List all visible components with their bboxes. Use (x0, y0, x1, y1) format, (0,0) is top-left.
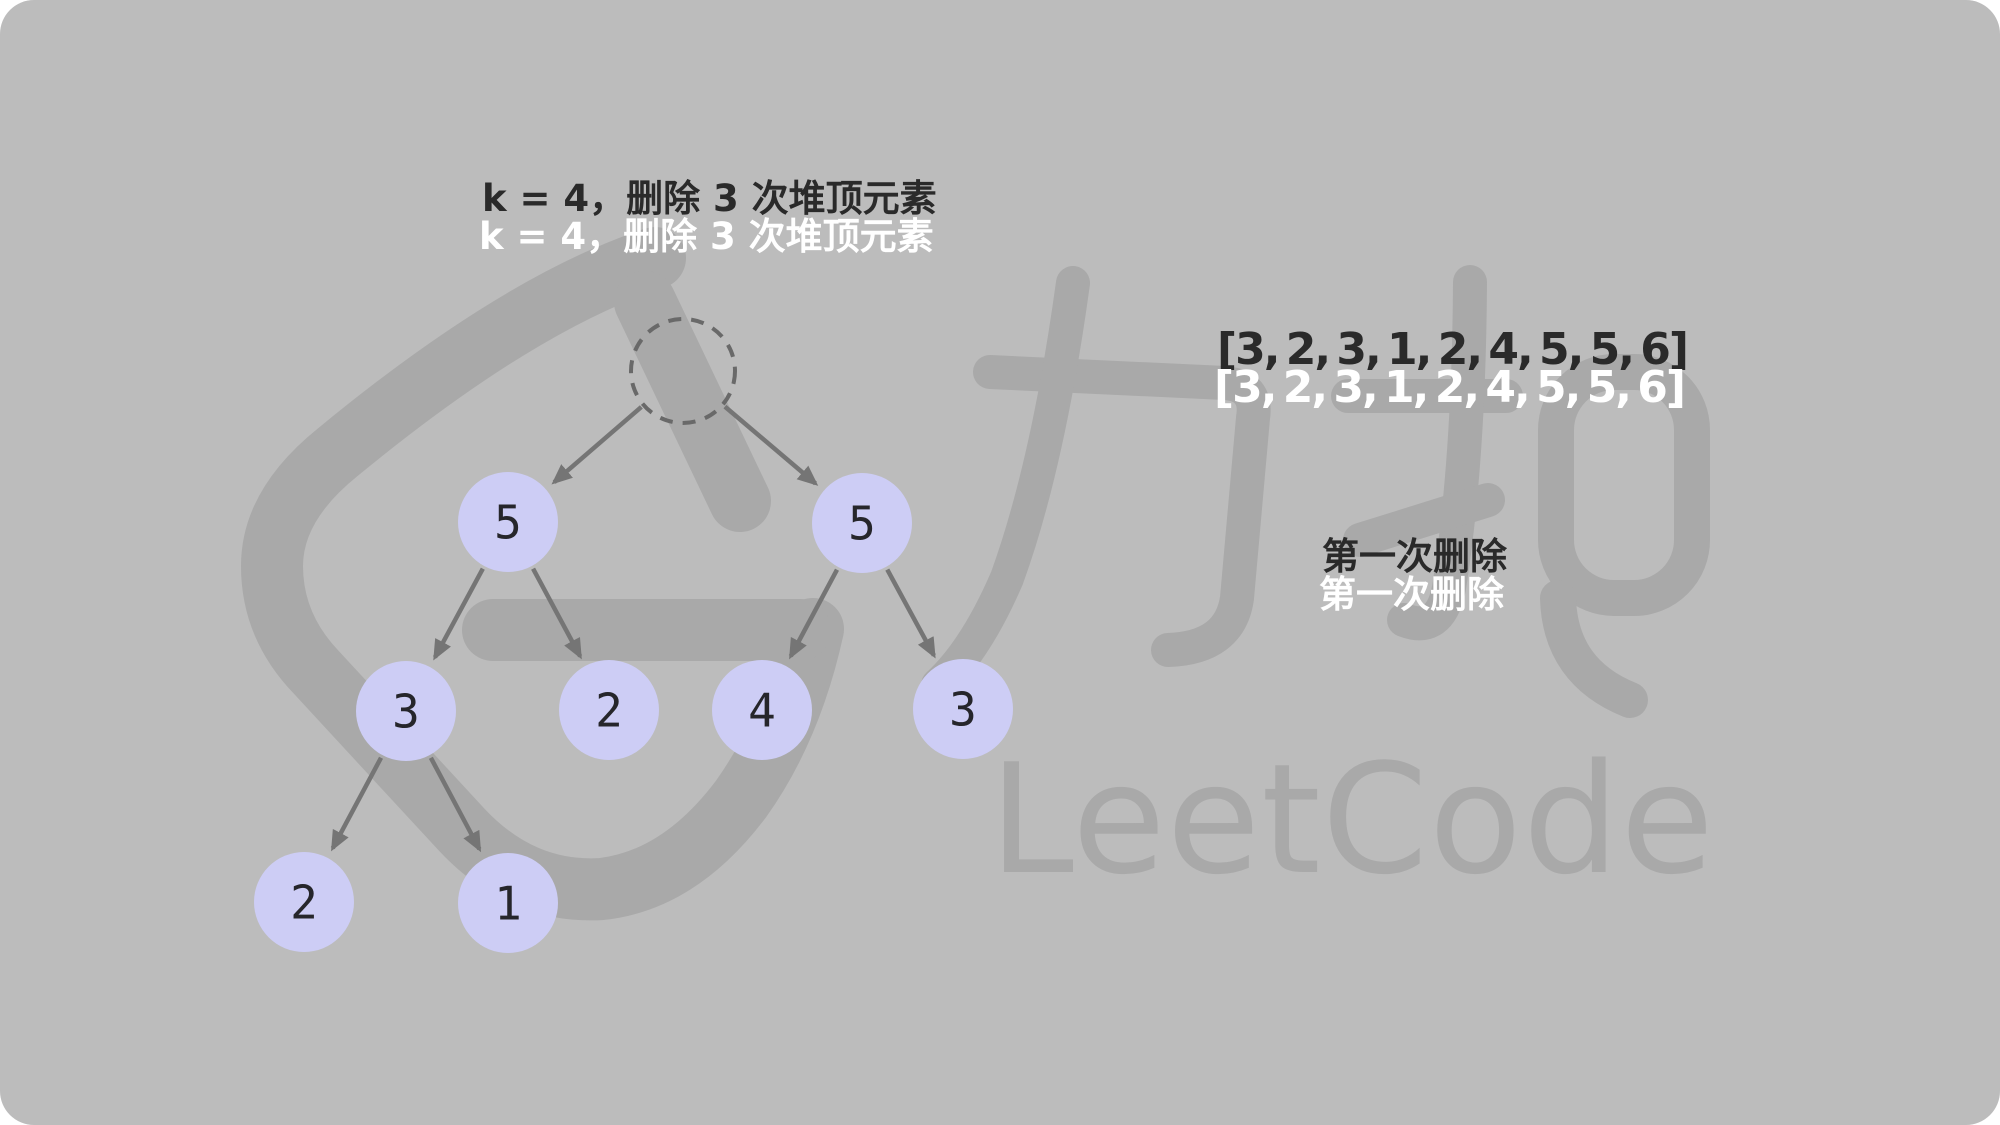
tree-node-value: 5 (848, 497, 876, 551)
heap-array-text-light: [3, 2, 3, 1, 2, 4, 5, 5, 6] (1214, 362, 1686, 413)
title-text-light: k = 4，删除 3 次堆顶元素 (479, 215, 934, 258)
tree-node-value: 5 (494, 496, 522, 550)
tree-node (458, 853, 558, 953)
heap-array-text-dark: [3, 2, 3, 1, 2, 4, 5, 5, 6] (1217, 324, 1689, 375)
tree-node-value: 4 (748, 684, 776, 738)
tree-nodes: 5 5 3 2 4 3 2 1 (254, 317, 1013, 953)
tree-node (254, 852, 354, 952)
tree-edge-arrow (428, 756, 482, 853)
tree-edge-arrow (531, 567, 583, 660)
tree-edges (330, 404, 936, 853)
tree-node-value: 3 (392, 685, 420, 739)
tree-edge-arrow (432, 567, 485, 661)
step-label-light: 第一次删除 (1319, 573, 1504, 616)
tree-node (913, 659, 1013, 759)
leetcode-logo-arm-icon (614, 271, 771, 532)
tree-edge-arrow (723, 404, 819, 486)
tree-edge-arrow (788, 568, 839, 660)
tree-node (458, 472, 558, 572)
tree-node-value: 1 (494, 877, 522, 931)
tree-node (559, 660, 659, 760)
leetcode-logo-curve-icon (241, 227, 844, 921)
leetcode-wordmark: LeetCode (989, 731, 1715, 908)
tree-node-value: 3 (949, 683, 977, 737)
title-text-dark: k = 4，删除 3 次堆顶元素 (482, 177, 937, 220)
tree-edge-arrow (330, 756, 384, 852)
deleted-root-dashed-circle (629, 317, 737, 425)
tree-node (712, 660, 812, 760)
tree-node-value: 2 (290, 876, 318, 930)
watermark-li-character (921, 266, 1271, 702)
tree-node (812, 473, 912, 573)
tree-edge-arrow (551, 405, 643, 485)
tree-edge-arrow (885, 568, 936, 659)
tree-node-value: 2 (595, 684, 623, 738)
tree-node (356, 661, 456, 761)
watermark-kou-character (1331, 265, 1710, 718)
step-label-dark: 第一次删除 (1322, 535, 1507, 578)
